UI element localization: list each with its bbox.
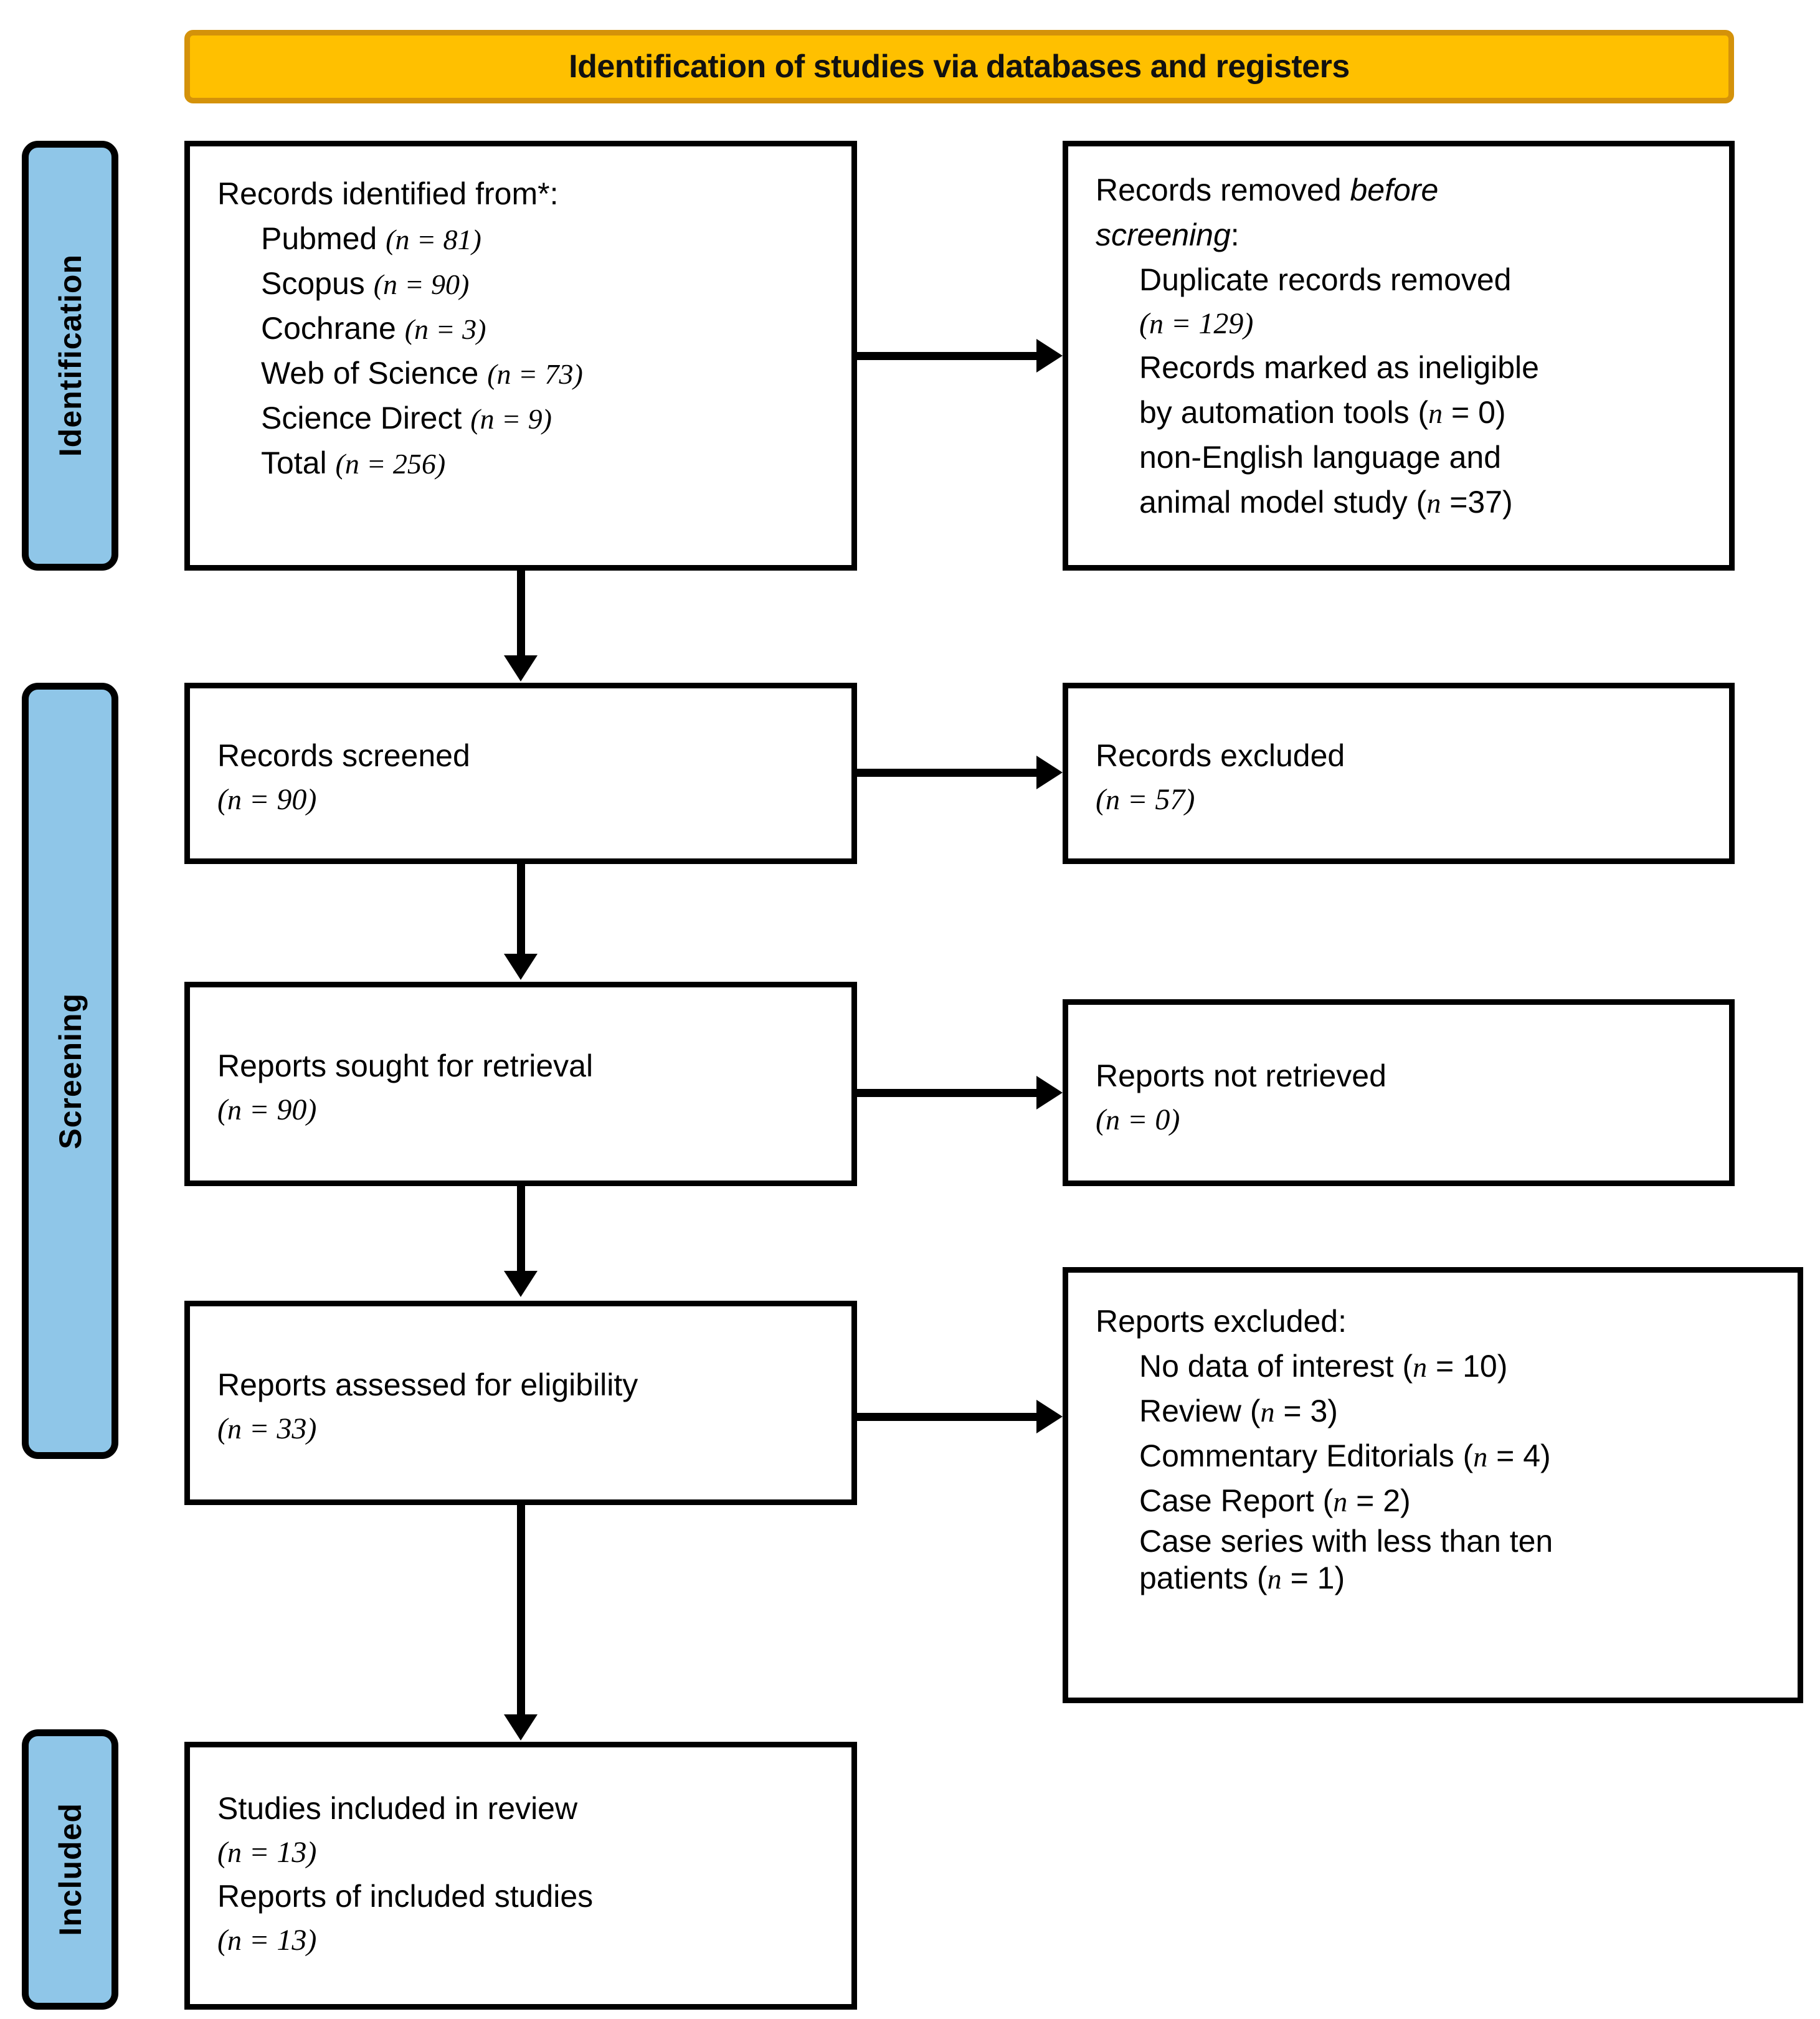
stage-tab-identification-label: Identification [52, 254, 88, 457]
records-removed-heading-italic-2: screening [1096, 217, 1231, 252]
reports-sought-count: (n = 90) [217, 1093, 317, 1126]
arrowhead-sought-to-not-retrieved [1036, 1076, 1063, 1109]
reports-excluded-item: Case series with less than ten [1139, 1524, 1553, 1559]
records-identified-item: Web of Science (n = 73) [217, 351, 830, 396]
records-identified-item: Total (n = 256) [217, 440, 830, 485]
connector-assessed-to-included [517, 1505, 525, 1717]
reports-assessed-heading: Reports assessed for eligibility [217, 1367, 638, 1402]
box-records-removed: Records removed before screening: Duplic… [1063, 141, 1735, 571]
reports-excluded-item: Review (n = 3) [1139, 1394, 1338, 1428]
reports-excluded-item: patients (n = 1) [1139, 1561, 1345, 1595]
box-reports-excluded: Reports excluded: No data of interest (n… [1063, 1267, 1803, 1703]
source-label: Science Direct [261, 401, 462, 435]
records-removed-item: Records marked as ineligible [1139, 350, 1539, 386]
source-count: (n = 9) [470, 403, 552, 435]
stage-tab-identification: Identification [22, 141, 118, 571]
stage-tab-screening: Screening [22, 683, 118, 1459]
reports-excluded-item: Commentary Editorials (n = 4) [1139, 1438, 1551, 1473]
stage-tab-screening-label: Screening [52, 992, 88, 1149]
reports-excluded-item: Case Report (n = 2) [1139, 1483, 1411, 1518]
diagram-title-banner: Identification of studies via databases … [184, 30, 1734, 103]
records-identified-item: Scopus (n = 90) [217, 261, 830, 306]
studies-included-line-2: (n = 13) [217, 1836, 317, 1869]
records-removed-heading-line1: Records removed before [1096, 168, 1708, 212]
reports-assessed-count: (n = 33) [217, 1412, 317, 1445]
box-reports-not-retrieved: Reports not retrieved (n = 0) [1063, 999, 1735, 1186]
records-removed-item: (n = 129) [1139, 307, 1254, 340]
connector-sought-to-not-retrieved [857, 1089, 1036, 1097]
records-identified-item: Cochrane (n = 3) [217, 306, 830, 351]
connector-sought-to-assessed [517, 1186, 525, 1273]
records-screened-heading: Records screened [217, 738, 470, 773]
reports-not-retrieved-heading: Reports not retrieved [1096, 1058, 1386, 1093]
records-removed-item: animal model study (n =37) [1139, 485, 1513, 520]
stage-tab-included-label: Included [52, 1803, 88, 1936]
source-count: (n = 90) [373, 268, 470, 300]
source-label: Web of Science [261, 356, 479, 391]
records-removed-heading-italic: before [1350, 173, 1439, 207]
source-count: (n = 3) [404, 313, 486, 345]
arrowhead-identified-to-screened [504, 655, 538, 682]
box-studies-included: Studies included in review (n = 13) Repo… [184, 1742, 857, 2010]
reports-excluded-heading: Reports excluded: [1096, 1304, 1347, 1339]
stage-tab-included: Included [22, 1729, 118, 2010]
connector-identified-to-removed [857, 352, 1036, 360]
records-removed-item: non-English language and [1139, 440, 1502, 475]
records-identified-item: Pubmed (n = 81) [217, 216, 830, 261]
source-label: Total [261, 445, 327, 480]
source-label: Cochrane [261, 311, 396, 346]
records-screened-count: (n = 90) [217, 783, 317, 816]
arrowhead-screened-to-excluded [1036, 756, 1063, 789]
records-removed-item: by automation tools (n = 0) [1139, 395, 1506, 430]
connector-identified-to-screened [517, 571, 525, 658]
studies-included-line-1: Studies included in review [217, 1791, 578, 1826]
records-removed-heading-plain: Records removed [1096, 173, 1350, 207]
connector-screened-to-excluded [857, 769, 1036, 777]
studies-included-line-4: (n = 13) [217, 1924, 317, 1957]
arrowhead-assessed-to-excluded [1036, 1400, 1063, 1433]
records-excluded-heading: Records excluded [1096, 738, 1345, 773]
box-reports-assessed: Reports assessed for eligibility (n = 33… [184, 1301, 857, 1505]
reports-excluded-item: No data of interest (n = 10) [1139, 1349, 1508, 1384]
studies-included-line-3: Reports of included studies [217, 1879, 594, 1914]
records-removed-heading-colon: : [1230, 217, 1239, 252]
source-count: (n = 73) [487, 358, 583, 390]
source-count: (n = 81) [386, 224, 481, 255]
records-identified-item: Science Direct (n = 9) [217, 396, 830, 440]
box-reports-sought: Reports sought for retrieval (n = 90) [184, 982, 857, 1186]
box-records-screened: Records screened (n = 90) [184, 683, 857, 864]
connector-screened-to-sought [517, 864, 525, 956]
box-records-identified: Records identified from*: Pubmed (n = 81… [184, 141, 857, 571]
page-title: Identification of studies via databases … [569, 49, 1350, 85]
records-removed-heading-line2: screening: [1096, 212, 1708, 257]
source-label: Pubmed [261, 221, 377, 256]
arrowhead-sought-to-assessed [504, 1271, 538, 1297]
box-records-excluded: Records excluded (n = 57) [1063, 683, 1735, 864]
connector-assessed-to-excluded [857, 1413, 1036, 1421]
records-removed-item: Duplicate records removed [1139, 262, 1512, 297]
arrowhead-identified-to-removed [1036, 339, 1063, 373]
arrowhead-screened-to-sought [504, 954, 538, 980]
records-excluded-count: (n = 57) [1096, 783, 1195, 816]
source-label: Scopus [261, 266, 365, 301]
reports-sought-heading: Reports sought for retrieval [217, 1048, 594, 1083]
arrowhead-assessed-to-included [504, 1714, 538, 1741]
source-count: (n = 256) [335, 448, 446, 480]
reports-not-retrieved-count: (n = 0) [1096, 1103, 1180, 1136]
records-identified-heading: Records identified from*: [217, 176, 559, 211]
